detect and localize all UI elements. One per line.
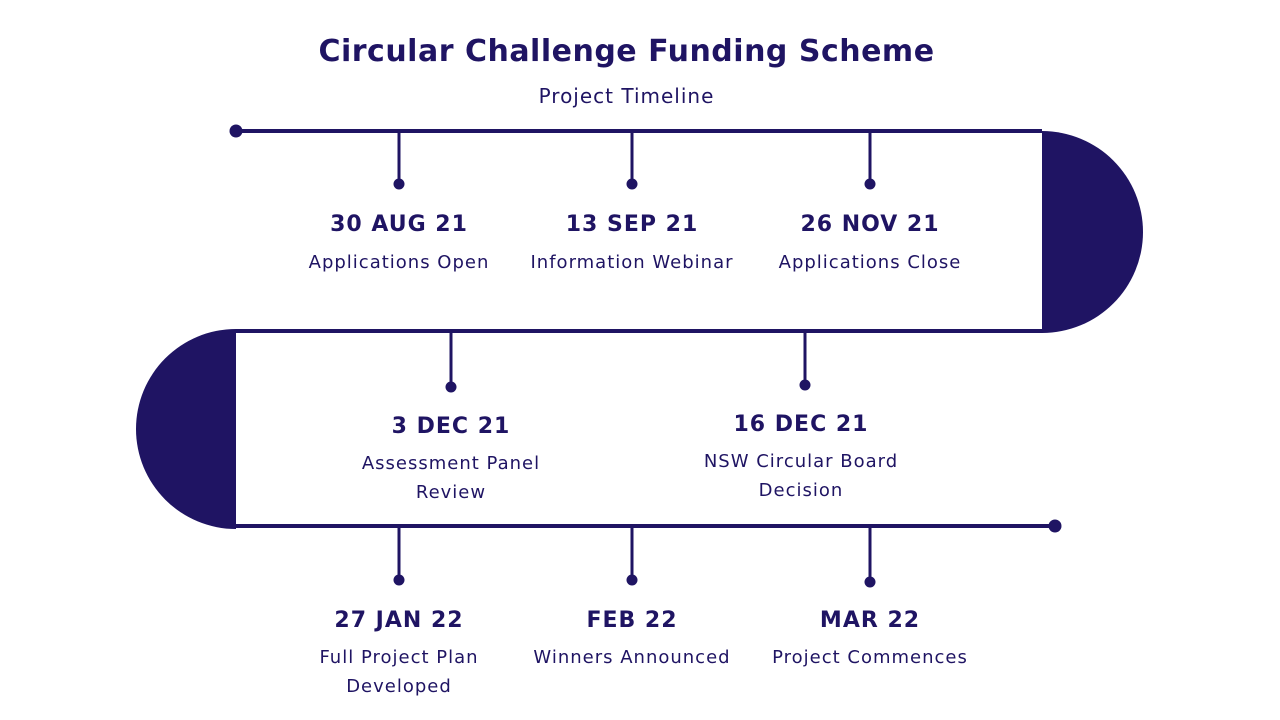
milestone-marker-3	[864, 131, 876, 190]
milestone-marker-7	[626, 526, 638, 586]
milestone-label: Project Commences	[772, 647, 968, 668]
milestone-date: 30 AUG 21	[330, 212, 468, 237]
page-title: Circular Challenge Funding Scheme	[318, 34, 935, 69]
milestone-label: Information Webinar	[530, 252, 734, 273]
milestone-label: Applications Close	[778, 252, 962, 273]
milestone-label: Applications Open	[308, 252, 490, 273]
milestone-3: 26 NOV 21 Applications Close	[750, 211, 990, 277]
milestone-date: 13 SEP 21	[565, 212, 699, 237]
milestone-date: 27 JAN 22	[334, 608, 464, 633]
milestone-date: 3 DEC 21	[391, 414, 511, 439]
timeline-start-dot	[229, 124, 243, 138]
milestone-date: 16 DEC 21	[733, 412, 869, 437]
milestone-marker-6	[393, 526, 405, 586]
timeline-end-dot	[1048, 519, 1062, 533]
milestone-date: FEB 22	[586, 608, 678, 633]
milestone-marker-2	[626, 131, 638, 190]
milestone-marker-5	[799, 331, 811, 391]
milestone-1: 30 AUG 21 Applications Open	[279, 211, 519, 277]
timeline-left-curve	[136, 329, 236, 529]
milestone-marker-1	[393, 131, 405, 190]
milestone-2: 13 SEP 21 Information Webinar	[512, 211, 752, 277]
timeline-right-curve	[1042, 131, 1143, 333]
milestone-8: MAR 22 Project Commences	[750, 607, 990, 672]
page-subtitle: Project Timeline	[538, 84, 715, 108]
milestone-label: Winners Announced	[533, 647, 731, 668]
milestone-marker-4	[445, 331, 457, 393]
milestone-7: FEB 22 Winners Announced	[512, 607, 752, 672]
milestone-date: MAR 22	[819, 608, 921, 633]
milestone-date: 26 NOV 21	[800, 212, 940, 237]
milestone-marker-8	[864, 526, 876, 588]
